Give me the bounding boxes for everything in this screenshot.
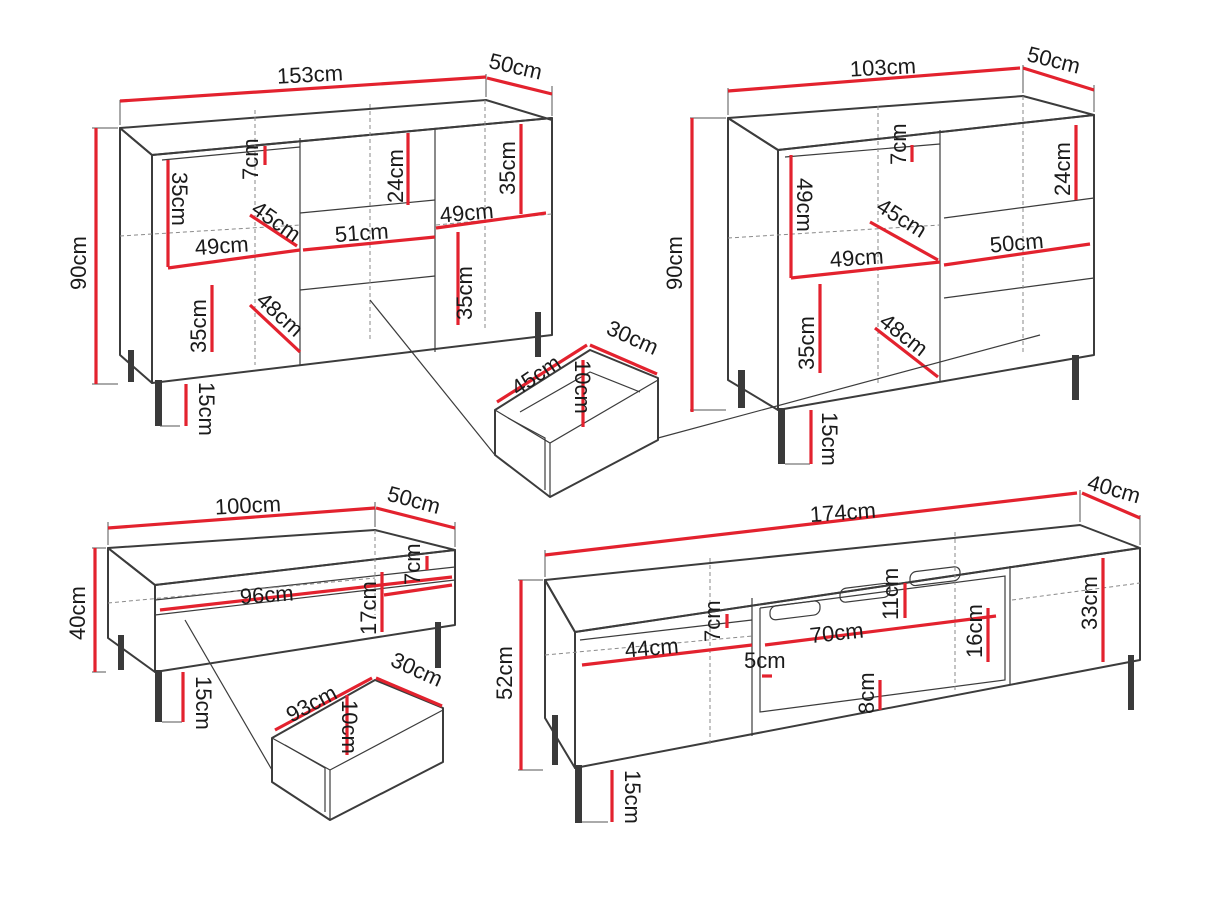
small-left-depth-label: 45cm — [872, 193, 931, 243]
sideboard-large: 153cm 50cm 90cm 15cm 7cm 35cm 45cm 49cm … — [66, 48, 553, 436]
small-width-label: 103cm — [849, 53, 916, 81]
table-drawer-h-label: 17cm — [356, 581, 381, 635]
drawer-large-height-label: 10cm — [570, 360, 595, 414]
large-left-lower-label: 35cm — [186, 299, 211, 353]
table-height-label: 40cm — [65, 586, 90, 640]
tv-legs-label: 15cm — [620, 770, 645, 824]
small-gap-label: 7cm — [886, 123, 911, 165]
drawer-small: 93cm 30cm 10cm — [184, 619, 446, 821]
large-right-width-label: 49cm — [439, 198, 495, 228]
small-right-width-label: 50cm — [989, 228, 1045, 258]
tv-mid-right-label: 16cm — [962, 604, 987, 658]
tv-width-label: 174cm — [809, 498, 877, 528]
tv-height-label: 52cm — [492, 646, 517, 700]
tv-stand: 174cm 40cm 52cm 15cm 44cm 7cm 70cm 11cm … — [492, 470, 1143, 824]
drawer-small-height-label: 10cm — [337, 700, 362, 754]
coffee-table: 100cm 50cm 40cm 15cm 96cm 7cm 17cm — [65, 481, 456, 730]
large-left-width-label: 49cm — [194, 231, 249, 260]
tv-depth-label: 40cm — [1085, 470, 1144, 509]
large-legs-label: 15cm — [194, 382, 219, 436]
large-height-label: 90cm — [66, 236, 91, 290]
tv-mid-width-label: 70cm — [809, 618, 865, 648]
small-left-width-label: 49cm — [829, 243, 884, 272]
small-left-upper-label: 49cm — [792, 178, 817, 232]
small-right-drawer-label: 24cm — [1050, 142, 1075, 196]
drawer-link-line — [657, 334, 1041, 439]
table-inner-width-label: 96cm — [239, 580, 294, 609]
large-mid-width-label: 51cm — [334, 218, 389, 247]
large-right-upper-label: 35cm — [495, 141, 520, 195]
table-width-label: 100cm — [214, 491, 281, 519]
drawer-large-width-label: 45cm — [506, 350, 565, 401]
table-gap-label: 7cm — [400, 543, 425, 585]
sideboard-small: 103cm 50cm 90cm 15cm 7cm 49cm 45cm 49cm … — [662, 41, 1095, 466]
drawer-large: 45cm 30cm 10cm — [369, 299, 662, 498]
tv-mid-side-label: 5cm — [744, 648, 786, 673]
large-width-label: 153cm — [276, 60, 343, 88]
large-left-depth-label: 45cm — [247, 196, 305, 247]
tv-left-gap-label: 7cm — [700, 600, 725, 642]
small-legs-label: 15cm — [817, 412, 842, 466]
large-left-upper-label: 35cm — [167, 172, 192, 226]
drawer-small-width-label: 93cm — [282, 680, 341, 727]
tv-left-width-label: 44cm — [624, 633, 680, 663]
large-right-lower-label: 35cm — [452, 266, 477, 320]
tv-right-h-label: 33cm — [1077, 576, 1102, 630]
small-height-label: 90cm — [662, 236, 687, 290]
table-legs-label: 15cm — [191, 676, 216, 730]
small-depth-label: 50cm — [1025, 41, 1083, 78]
small-left-lower-depth-label: 48cm — [875, 308, 933, 361]
small-left-lower-label: 35cm — [794, 316, 819, 370]
large-mid-drawer-label: 24cm — [383, 149, 408, 203]
tv-mid-bottom-label: 8cm — [854, 672, 879, 714]
tv-mid-top-label: 11cm — [878, 568, 903, 620]
large-gap-label: 7cm — [238, 138, 263, 180]
